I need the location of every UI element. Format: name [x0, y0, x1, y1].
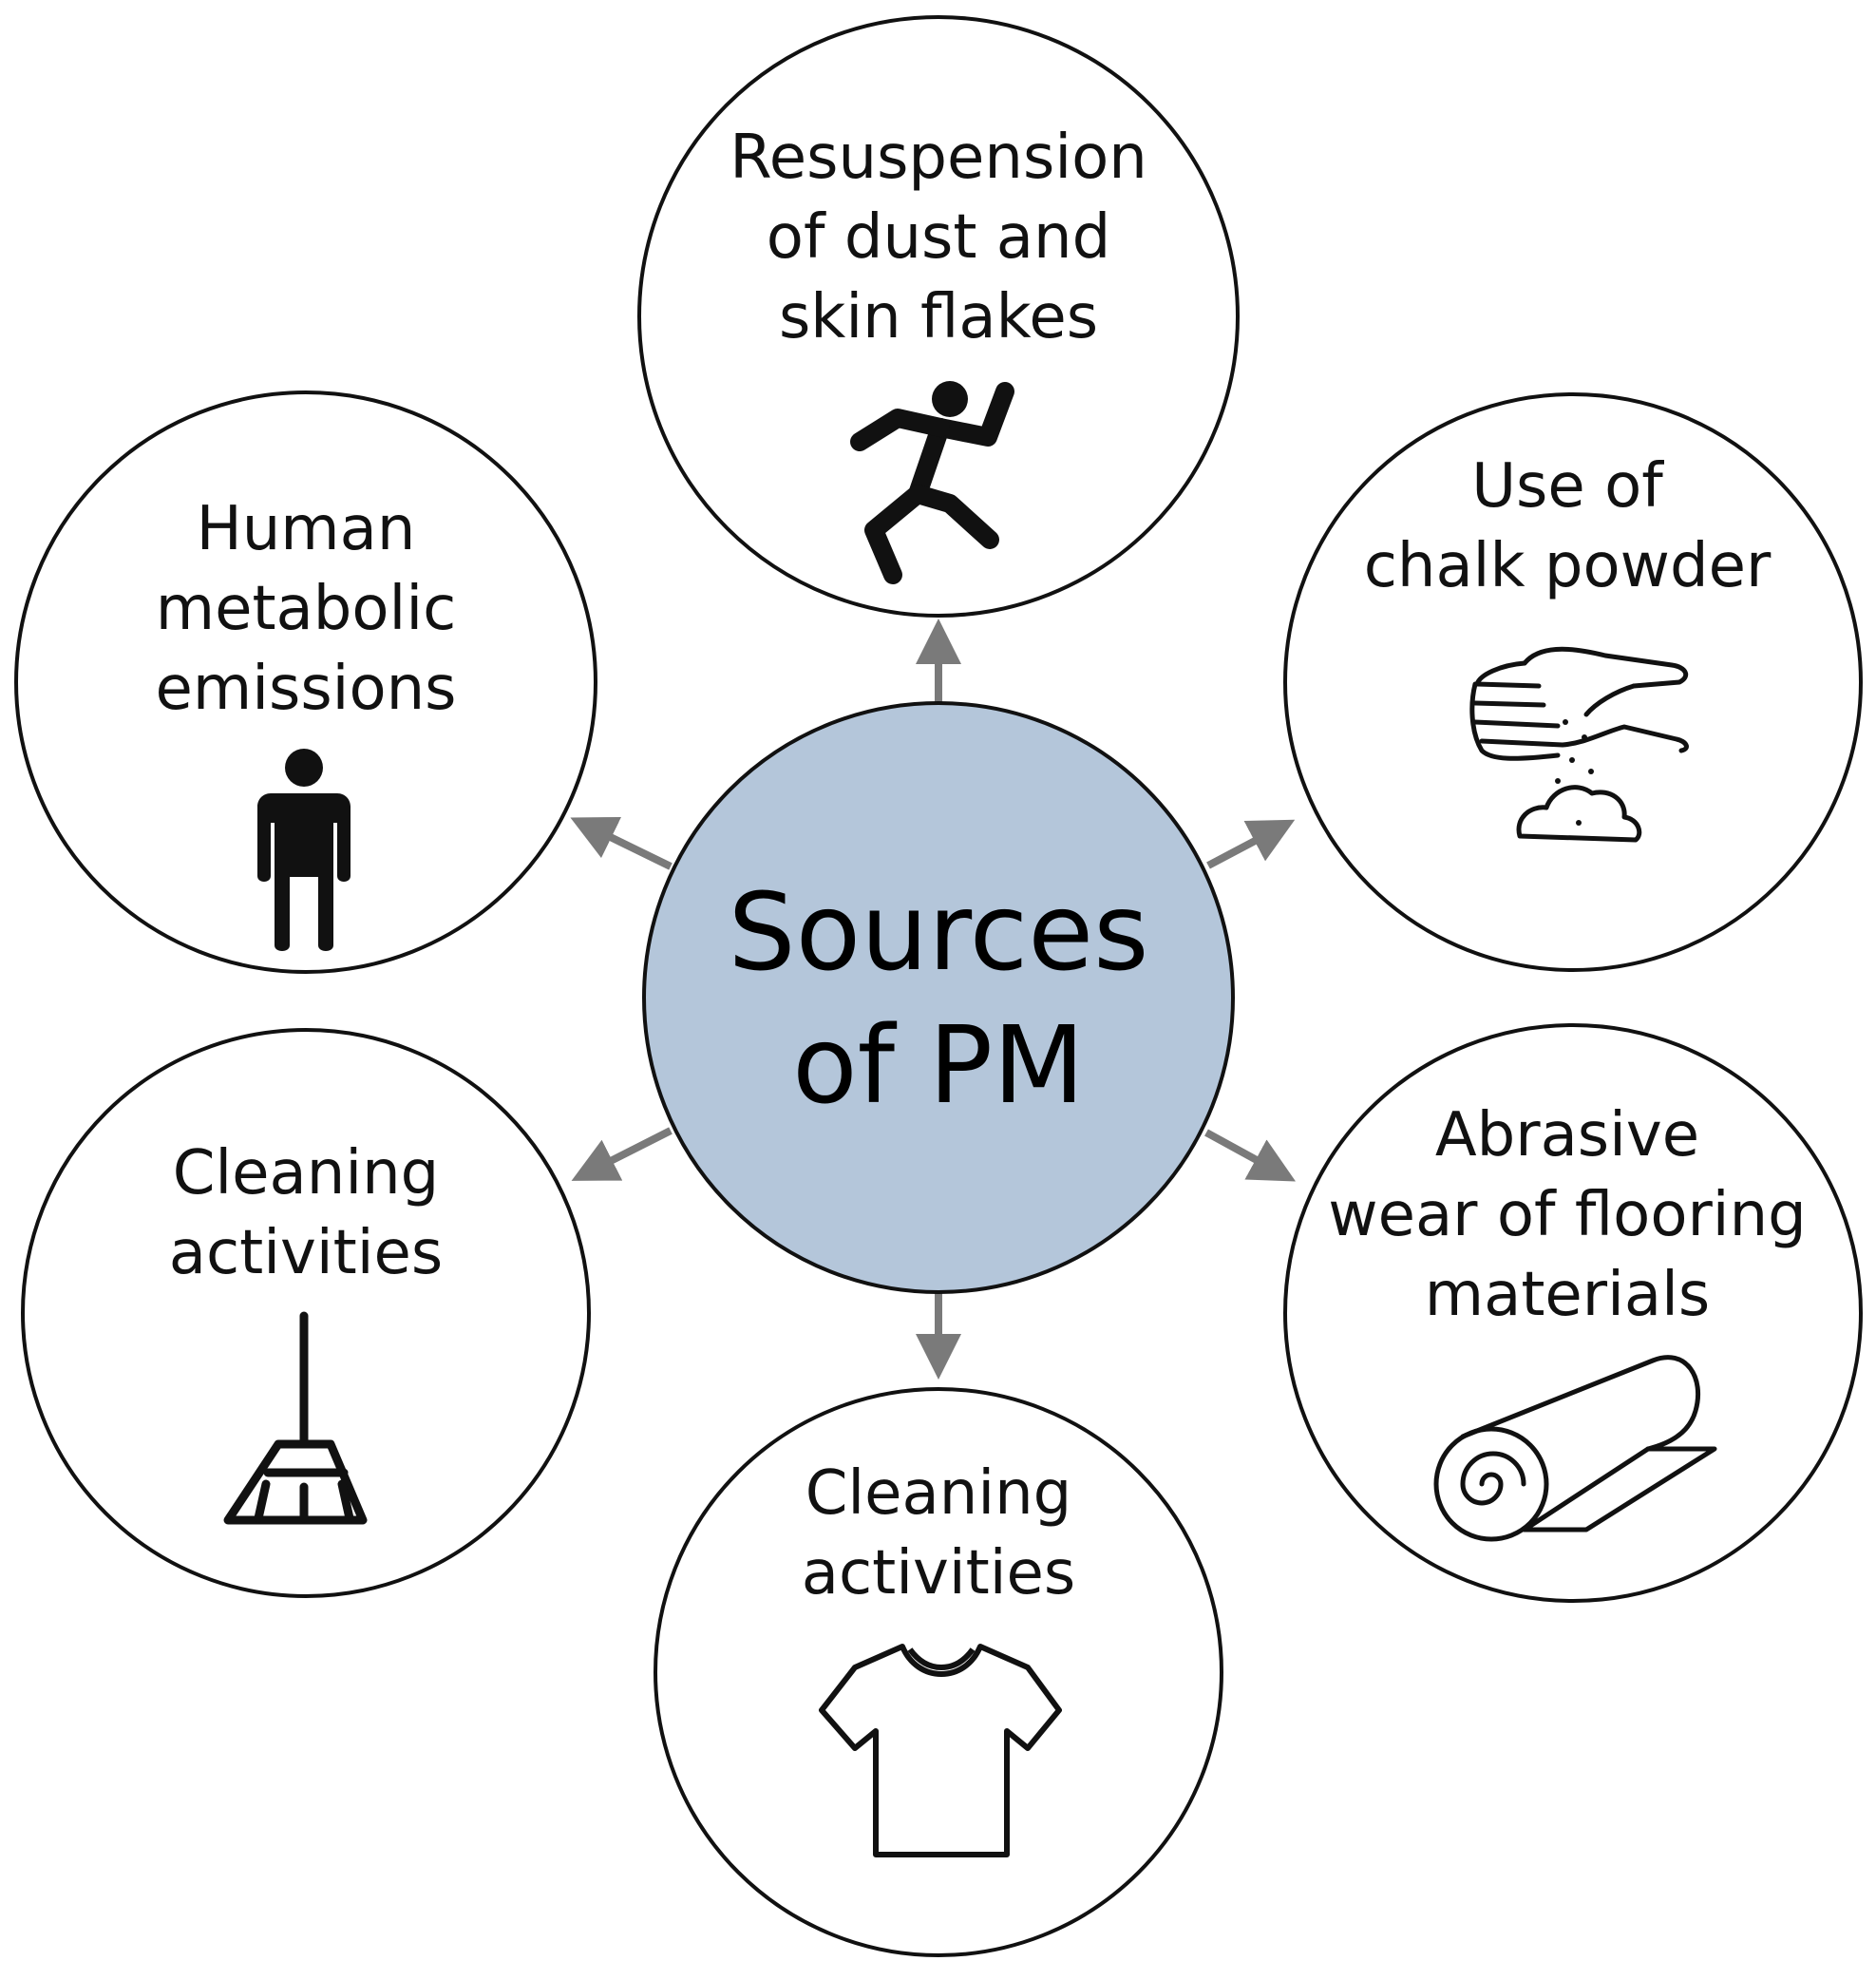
rolled-carpet-icon	[1433, 1355, 1717, 1542]
node-circle-resuspension	[637, 15, 1240, 618]
hand-chalk-powder-icon	[1469, 646, 1689, 843]
arrow-to-chalk	[1206, 819, 1296, 869]
running-person-icon	[850, 381, 1014, 584]
broom-icon	[223, 1311, 368, 1525]
center-circle	[642, 701, 1235, 1294]
label-resuspension: Resuspension of dust and skin flakes	[730, 123, 1147, 352]
arrow-to-cleaning	[571, 1127, 673, 1181]
arrow-to-metabolic	[570, 816, 673, 870]
label-clothing: Cleaning activities	[801, 1458, 1076, 1609]
t-shirt-icon	[819, 1644, 1062, 1857]
label-chalk: Use of chalk powder	[1363, 451, 1772, 601]
arrows	[570, 619, 1297, 1380]
node-circle-flooring	[1283, 1023, 1863, 1603]
arrow-to-flooring	[1204, 1129, 1297, 1182]
center-title: Sources of PM	[728, 871, 1149, 1128]
label-metabolic: Human metabolic emissions	[155, 494, 457, 724]
label-flooring: Abrasive wear of flooring materials	[1328, 1100, 1807, 1330]
label-cleaning: Cleaning activities	[168, 1138, 444, 1288]
node-circle-metabolic	[14, 390, 597, 974]
standing-person-icon	[257, 749, 351, 951]
node-circle-chalk	[1283, 392, 1863, 972]
